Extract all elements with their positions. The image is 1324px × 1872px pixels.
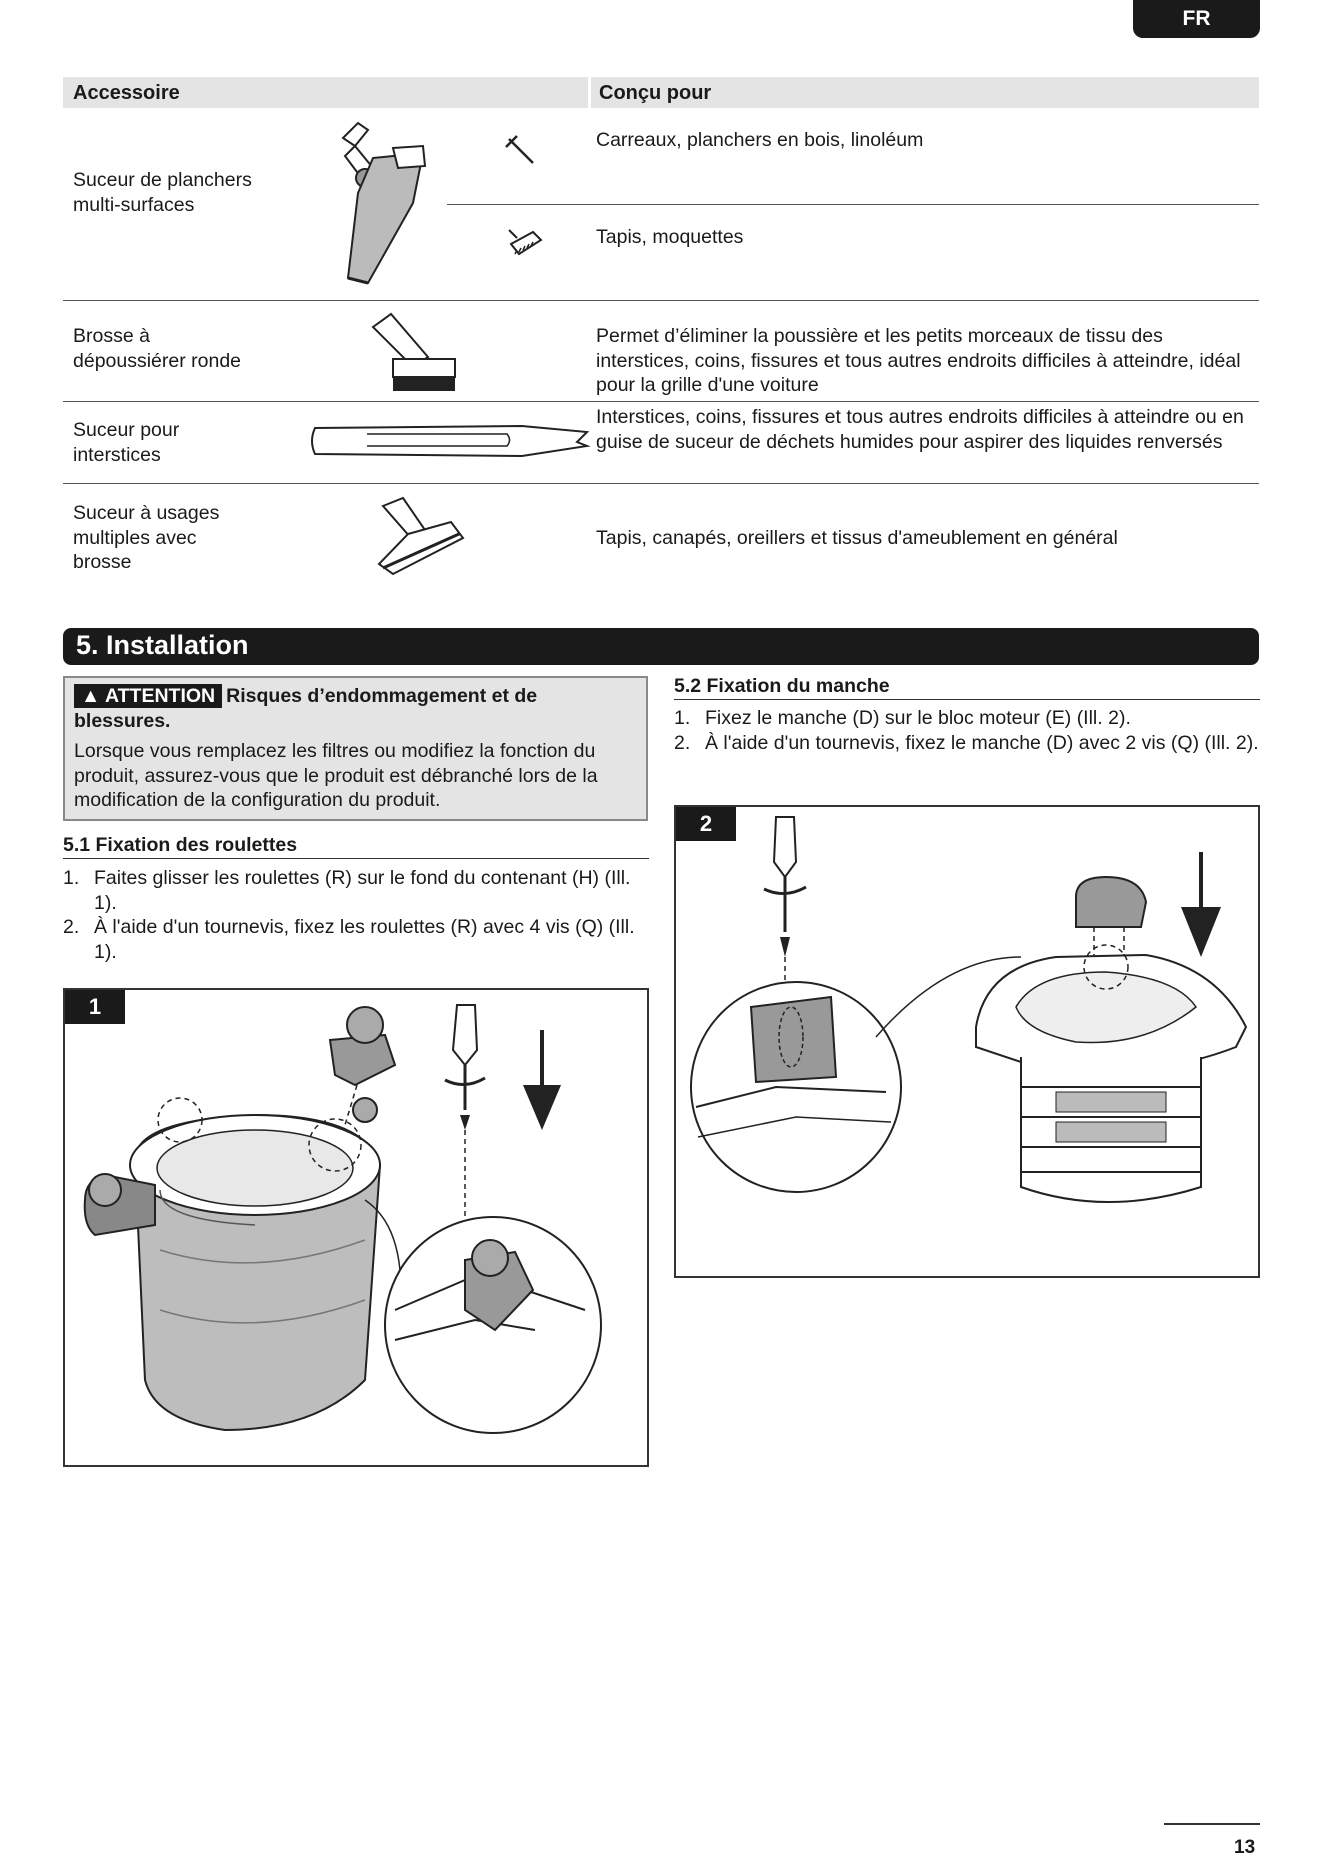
section-title: 5. Installation [63,628,1259,665]
use-description: Interstices, coins, fissures et tous aut… [596,406,1244,453]
use-carpet: Tapis, moquettes [596,226,744,248]
caster-assembly-illustration [83,1004,602,1434]
row-divider [447,204,1259,205]
table-row: Suceur pour interstices Interstices, coi… [63,402,1259,484]
handle-assembly-illustration [690,816,1248,1203]
footer-rule [1164,1823,1260,1825]
warning-triangle-icon: ▲ [81,685,101,707]
accessory-name: Suceur à usages multiples avec brosse [73,502,220,573]
use-hard-floor: Carreaux, planchers en bois, linoléum [596,129,924,151]
crevice-tool-icon [311,424,591,458]
col-accessory: Accessoire [73,82,180,104]
list-item: 2.À l'aide d'un tournevis, fixez le manc… [674,731,1259,754]
accessory-name: Suceur de planchers multi-surfaces [73,169,252,216]
accessory-name: Brosse à dépoussiérer ronde [73,325,242,372]
warning-title: Risques d’endommagement et de blessures. [74,685,538,732]
table-row: Brosse à dépoussiérer ronde Permet d’éli… [63,301,1259,402]
table-row: Suceur de planchers multi-surfaces Carre… [63,108,1259,301]
floor-nozzle-icon [341,121,427,285]
carpet-mode-icon [508,229,543,256]
use-description: Tapis, canapés, oreillers et tissus d'am… [596,527,1118,549]
list-item: 1.Fixez le manche (D) sur le bloc moteur… [674,707,1131,729]
list-item: 1.Faites glisser les roulettes (R) sur l… [63,867,631,914]
table-row: Suceur à usages multiples avec brosse Ta… [63,484,1259,584]
hard-floor-mode-icon [505,135,534,164]
language-tab: FR [1133,0,1260,38]
dusting-brush-icon [371,312,456,391]
figure-2: 2 [674,805,1260,1278]
handle-steps: 1.Fixez le manche (D) sur le bloc moteur… [674,706,1260,755]
use-description: Permet d’éliminer la poussière et les pe… [596,325,1241,396]
warning-text: Lorsque vous remplacez les filtres ou mo… [74,740,598,811]
col-designed-for: Conçu pour [588,77,1259,108]
accessories-table: Accessoire Conçu pour Suceur de plancher… [63,77,1259,576]
accessory-name: Suceur pour interstices [73,419,180,466]
figure-1: 1 [63,988,649,1467]
figure-number: 1 [65,990,125,1024]
list-item: 2.À l'aide d'un tournevis, fixez les rou… [63,916,635,963]
handle-heading: 5.2 Fixation du manche [674,675,1260,700]
casters-heading: 5.1 Fixation des roulettes [63,834,649,859]
table-header: Accessoire Conçu pour [63,77,1259,108]
upholstery-tool-icon [377,496,465,576]
figure-number: 2 [676,807,736,841]
warning-badge: ▲ ATTENTION [74,684,223,708]
page-number: 13 [1234,1837,1256,1858]
casters-steps: 1.Faites glisser les roulettes (R) sur l… [63,866,643,964]
warning-badge-label: ATTENTION [105,685,216,707]
